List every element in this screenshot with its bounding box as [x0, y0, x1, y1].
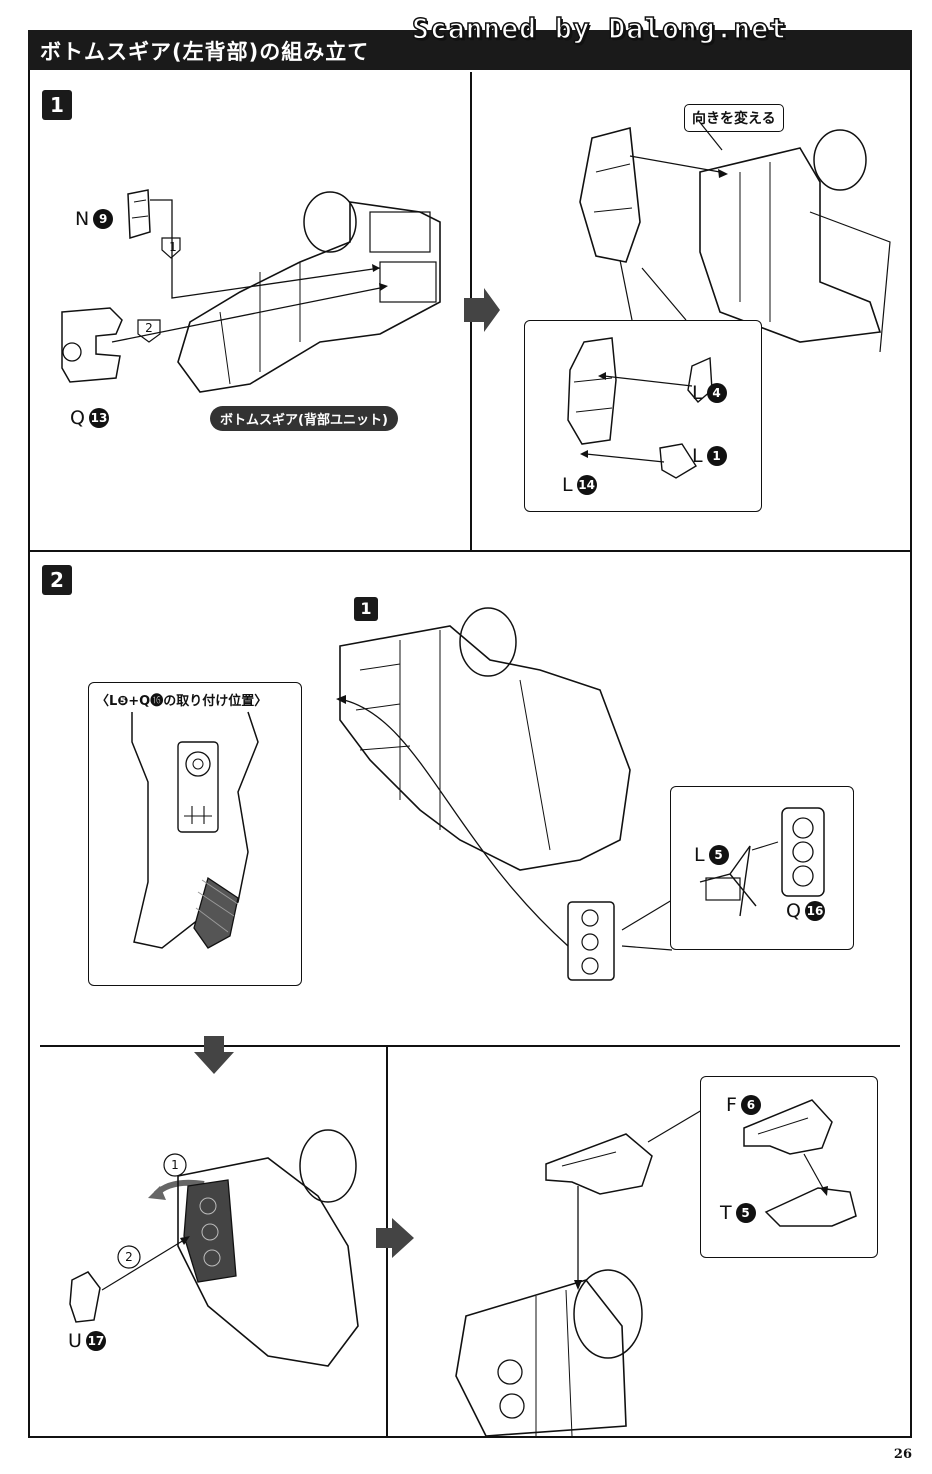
reference-step-1: 1 — [354, 597, 378, 621]
part-number: 9 — [93, 209, 114, 229]
part-label-q16: Q 16 — [786, 900, 825, 922]
part-number: 17 — [85, 1331, 106, 1351]
part-label-q13: Q 13 — [70, 407, 109, 429]
part-number: 13 — [88, 408, 109, 428]
attachment-position-title: 〈L❺+Q⓰の取り付け位置〉 — [96, 694, 268, 709]
turn-around-note: 向きを変える — [684, 104, 784, 132]
step2-substep-divider — [40, 1045, 900, 1047]
page-number: 26 — [893, 1447, 912, 1462]
part-number: 16 — [804, 901, 825, 921]
part-letter: T — [720, 1202, 732, 1224]
section-title: ボトムスギア(左背部)の組み立て — [40, 40, 370, 64]
inset-l5-q16-illustration — [699, 807, 825, 917]
step2-right-arrow — [376, 1218, 414, 1258]
part-label-u17: U 17 — [68, 1330, 106, 1352]
part-letter: N — [75, 208, 90, 230]
step2-lower-left-illustration — [69, 1129, 359, 1367]
step2-down-arrow — [194, 1036, 234, 1074]
step2-lower-right-illustration — [455, 1109, 703, 1437]
unit-label-pill: ボトムスギア(背部ユニット) — [210, 406, 398, 431]
part-label-l14: L 14 — [562, 474, 597, 496]
part-number: 5 — [735, 1203, 756, 1223]
detail-inset-f6-t5 — [700, 1076, 878, 1258]
part-label-l4: L 4 — [692, 382, 727, 404]
part-label-n9: N 9 — [75, 208, 114, 230]
sequence-marker-1: 1 — [169, 240, 177, 254]
detail-inset-l14 — [524, 320, 762, 512]
section-header-bar — [28, 30, 912, 70]
step1-left-illustration — [61, 189, 500, 393]
sequence-marker-rotate-2: 2 — [125, 1250, 133, 1264]
step1-right-illustration — [579, 119, 891, 353]
part-number: 1 — [706, 446, 727, 466]
part-letter: Q — [70, 407, 85, 429]
part-label-l5: L 5 — [694, 844, 729, 866]
part-number: 6 — [740, 1095, 761, 1115]
part-letter: U — [68, 1330, 82, 1352]
attachment-position-illustration — [131, 711, 259, 949]
part-letter: L — [692, 382, 703, 404]
part-letter: Q — [786, 900, 801, 922]
part-number: 14 — [576, 475, 597, 495]
attachment-position-inset — [88, 682, 302, 986]
sequence-marker-rotate-1: 1 — [171, 1158, 179, 1172]
step-number-1: 1 — [42, 90, 72, 120]
step-divider — [28, 550, 912, 552]
part-number: 5 — [708, 845, 729, 865]
inset-l14-illustration — [567, 337, 713, 479]
part-label-f6: F 6 — [726, 1094, 761, 1116]
part-letter: L — [562, 474, 573, 496]
step-number-2: 2 — [42, 565, 72, 595]
part-letter: L — [694, 844, 705, 866]
scan-watermark: Scanned by Dalong.net — [411, 11, 788, 46]
part-letter: F — [726, 1094, 737, 1116]
part-letter: L — [692, 445, 703, 467]
step2-upper-illustration — [336, 607, 673, 981]
sequence-marker-2: 2 — [145, 321, 153, 335]
part-label-t5: T 5 — [720, 1202, 756, 1224]
part-label-l1: L 1 — [692, 445, 727, 467]
inset-f6-t5-illustration — [743, 1099, 857, 1227]
part-number: 4 — [706, 383, 727, 403]
